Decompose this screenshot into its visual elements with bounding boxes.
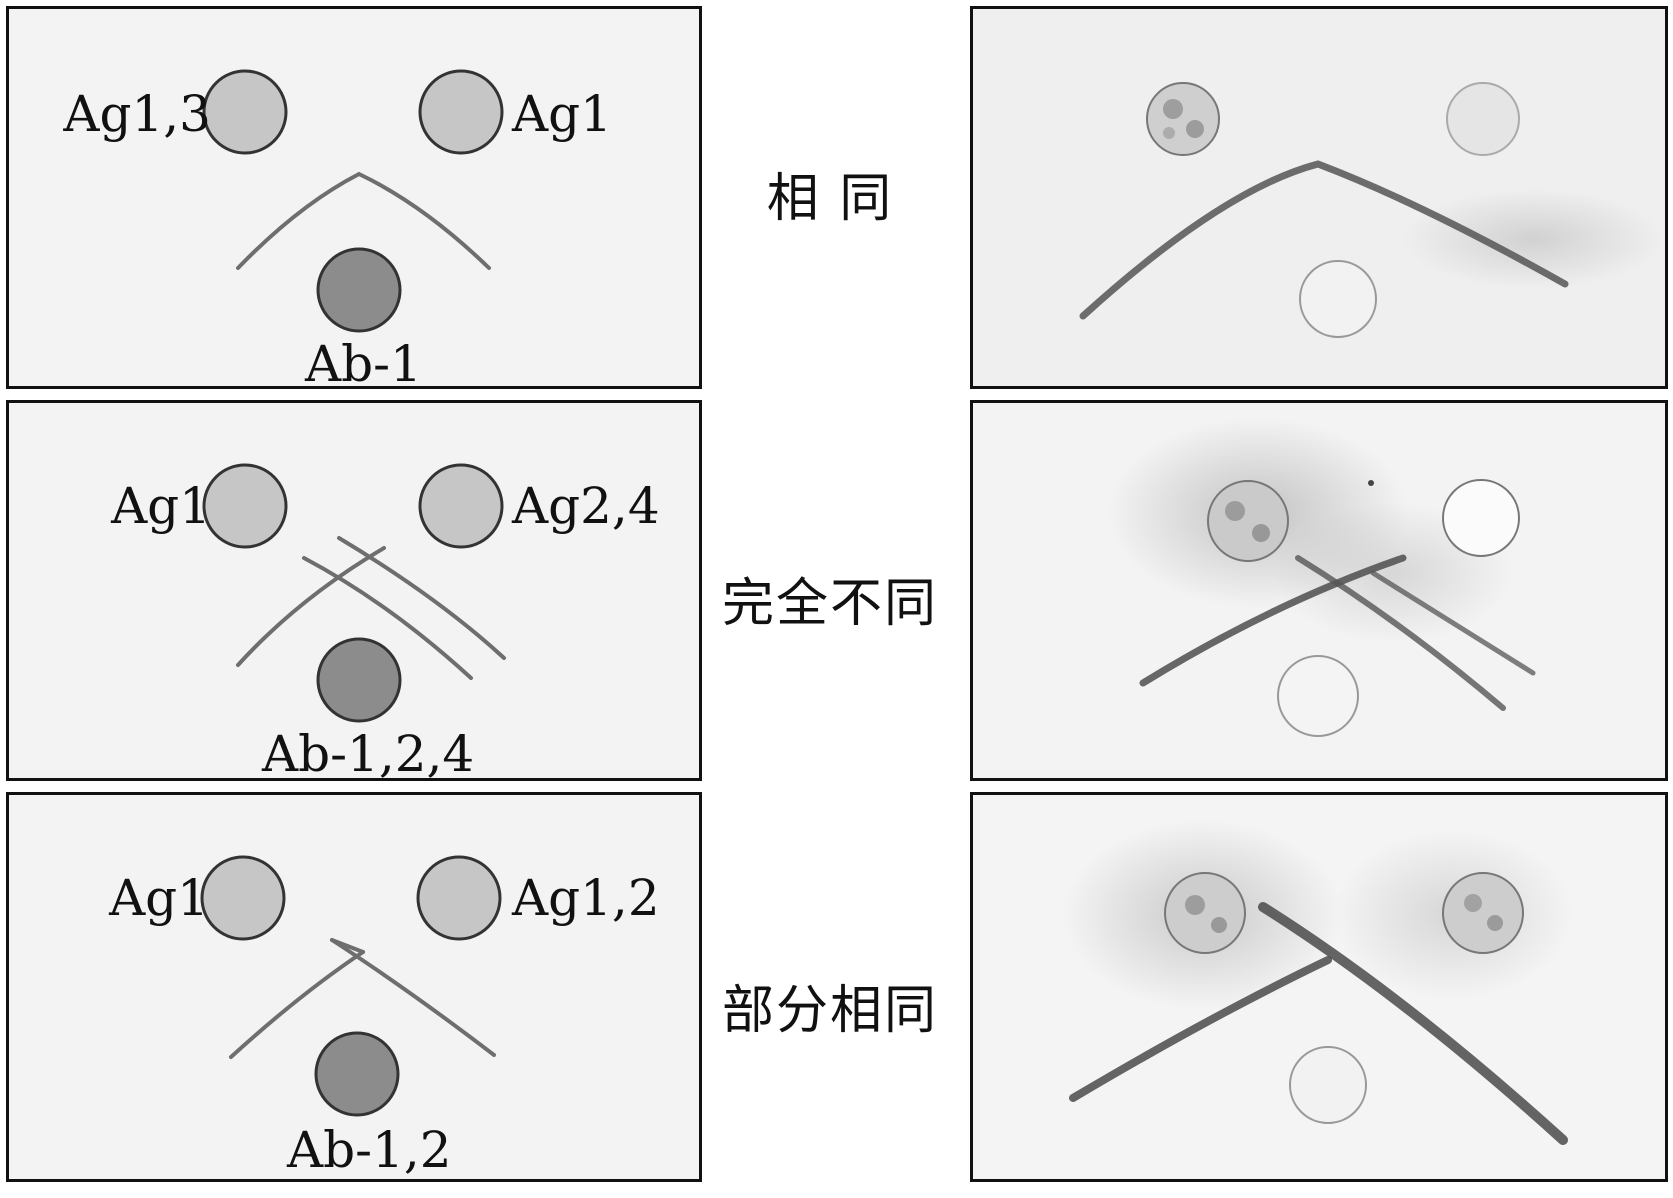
clear-well-bottom bbox=[1289, 1046, 1367, 1124]
precipitin-band-left bbox=[1069, 956, 1332, 1102]
gel-photo-identity-drawing bbox=[973, 9, 1665, 386]
diagram-panel-identity: Ag1,3 Ag1 Ab-1 bbox=[6, 6, 702, 389]
caption-identity: 相 同 bbox=[766, 169, 894, 229]
gel-photo-nonidentity bbox=[970, 400, 1668, 781]
antigen-well-left bbox=[200, 855, 286, 941]
gel-photo-partial-identity-drawing bbox=[973, 795, 1665, 1179]
precipitin-band-b bbox=[1295, 555, 1506, 711]
precipitin-band-c bbox=[1370, 570, 1536, 676]
antibody-well bbox=[316, 637, 402, 723]
antigen-well-left bbox=[202, 463, 288, 549]
precipitin-line-b bbox=[302, 556, 473, 680]
diagram-identity-drawing bbox=[202, 69, 504, 333]
antigen-label-left: Ag1,3 bbox=[63, 85, 211, 143]
diagram-panel-nonidentity: Ag1 Ag2,4 Ab-1,2,4 bbox=[6, 400, 702, 781]
clear-well-bottom bbox=[1299, 260, 1377, 338]
diagram-partial-identity-drawing bbox=[200, 855, 502, 1117]
gel-photo-partial-identity bbox=[970, 792, 1668, 1182]
gel-photo-identity bbox=[970, 6, 1668, 389]
antibody-well bbox=[316, 247, 402, 333]
antibody-label: Ab-1 bbox=[305, 335, 422, 393]
precipitin-line-right bbox=[330, 938, 496, 1057]
speckled-well-left bbox=[1207, 480, 1289, 562]
clear-well-right bbox=[1442, 479, 1520, 557]
precipitin-line-c bbox=[337, 536, 506, 660]
antigen-well-right bbox=[418, 463, 504, 549]
antigen-label-left: Ag1 bbox=[111, 477, 211, 535]
antigen-well-right bbox=[416, 855, 502, 941]
antigen-label-right: Ag1,2 bbox=[512, 869, 660, 927]
gel-photo-nonidentity-drawing bbox=[973, 403, 1665, 778]
antibody-well bbox=[314, 1031, 400, 1117]
speckled-well-left bbox=[1164, 872, 1246, 954]
precipitin-spur bbox=[330, 938, 365, 954]
precipitin-band-a bbox=[1139, 554, 1407, 687]
antigen-well-right bbox=[418, 69, 504, 155]
antigen-well-left bbox=[202, 69, 288, 155]
speckled-well-right bbox=[1442, 872, 1524, 954]
precipitin-line-arc bbox=[236, 171, 491, 270]
antigen-label-right: Ag1 bbox=[512, 85, 612, 143]
diagram-nonidentity-drawing bbox=[202, 463, 506, 723]
antibody-label: Ab-1,2,4 bbox=[262, 725, 475, 783]
precipitin-band-right bbox=[1258, 902, 1568, 1145]
caption-nonidentity: 完全不同 bbox=[721, 574, 938, 634]
diagram-panel-partial-identity: Ag1 Ag1,2 Ab-1,2 bbox=[6, 792, 702, 1182]
speckled-well-right bbox=[1446, 82, 1520, 156]
speckled-well-left bbox=[1146, 82, 1220, 156]
precipitin-line-a bbox=[236, 546, 386, 667]
antigen-label-right: Ag2,4 bbox=[512, 477, 660, 535]
clear-well-bottom bbox=[1277, 655, 1359, 737]
antigen-label-left: Ag1 bbox=[109, 869, 209, 927]
precipitin-line-left bbox=[229, 950, 365, 1059]
precipitin-band-arc bbox=[1079, 160, 1569, 320]
antibody-label: Ab-1,2 bbox=[287, 1121, 452, 1179]
caption-partial-identity: 部分相同 bbox=[721, 981, 938, 1041]
